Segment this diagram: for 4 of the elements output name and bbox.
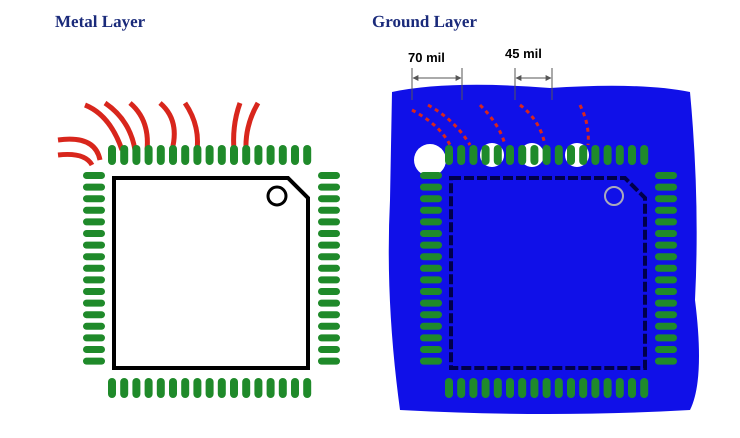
layer-title: Metal Layer bbox=[55, 12, 146, 32]
dimension-label: 70 mil bbox=[408, 50, 445, 65]
dimension-label: 45 mil bbox=[505, 46, 542, 61]
layer-title: Ground Layer bbox=[372, 12, 478, 32]
